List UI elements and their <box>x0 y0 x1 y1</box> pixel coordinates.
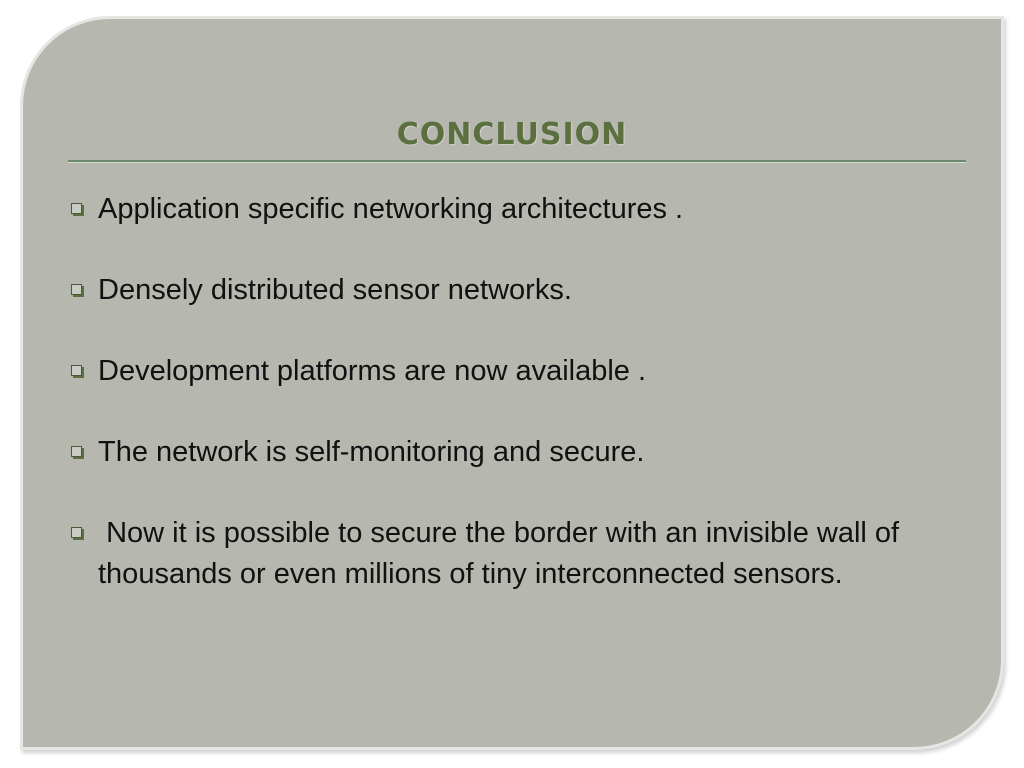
bullet-text: Densely distributed sensor networks. <box>98 274 572 306</box>
bullet-text: Application specific networking architec… <box>98 193 684 225</box>
bullet-item: Development platforms are now available … <box>65 351 965 392</box>
bullet-item: The network is self-monitoring and secur… <box>65 432 965 473</box>
square-bullet-icon <box>71 284 82 295</box>
bullet-item: Densely distributed sensor networks. <box>65 270 965 311</box>
slide-title: CONCLUSION <box>396 117 628 152</box>
square-bullet-icon <box>71 365 82 376</box>
bullet-item: Now it is possible to secure the border … <box>65 513 965 595</box>
bullet-text: Development platforms are now available … <box>98 355 647 387</box>
bullet-item: Application specific networking architec… <box>65 189 965 230</box>
bullet-text: Now it is possible to secure the border … <box>98 517 908 590</box>
square-bullet-icon <box>71 527 82 538</box>
bullet-text: The network is self-monitoring and secur… <box>98 436 645 468</box>
slide-panel: CONCLUSION Application specific networki… <box>20 16 1004 750</box>
square-bullet-icon <box>71 446 82 457</box>
bullet-list: Application specific networking architec… <box>65 189 965 635</box>
square-bullet-icon <box>71 203 82 214</box>
title-divider <box>68 160 966 163</box>
